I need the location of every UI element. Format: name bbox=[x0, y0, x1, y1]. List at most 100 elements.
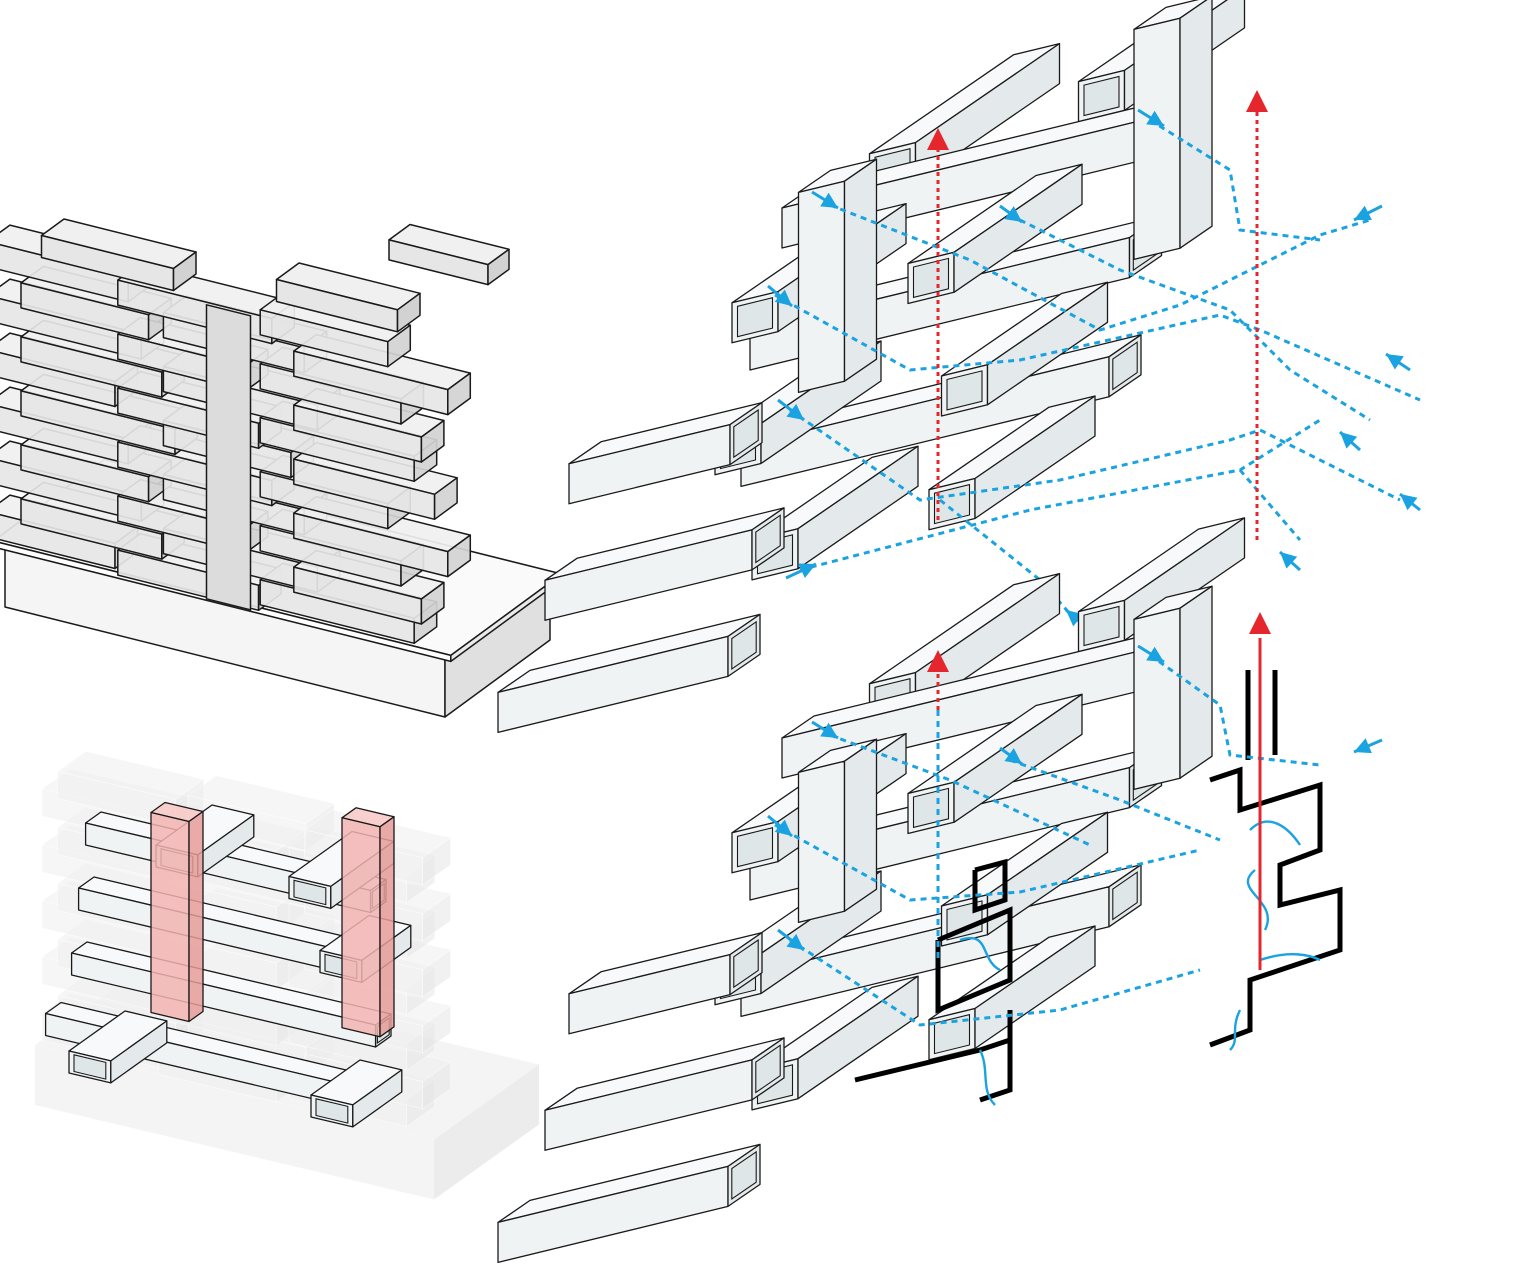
inlet-arrow bbox=[767, 284, 793, 308]
box-side-face bbox=[422, 837, 451, 886]
inlet-arrow bbox=[811, 720, 839, 740]
box-side-face bbox=[797, 445, 919, 570]
duct-segment bbox=[568, 401, 763, 505]
airflow-path bbox=[1009, 213, 1371, 422]
box-side-face bbox=[487, 248, 510, 286]
triangle-arrow-icon bbox=[1249, 612, 1271, 634]
duct-segment bbox=[568, 931, 763, 1035]
duct-segment bbox=[544, 1037, 785, 1151]
inlet-arrow bbox=[1353, 738, 1383, 754]
duct-opening bbox=[933, 1013, 971, 1055]
box-side-face bbox=[422, 1005, 451, 1053]
inlet-arrow bbox=[785, 562, 817, 580]
triangle-arrow-icon bbox=[786, 403, 804, 420]
airflow-path bbox=[1238, 469, 1302, 541]
box-side-face bbox=[953, 163, 1083, 293]
triangle-arrow-icon bbox=[1146, 110, 1164, 126]
section-cut-layer bbox=[854, 670, 1343, 1103]
inlet-arrow bbox=[1338, 430, 1362, 452]
box-side-face bbox=[1179, 0, 1213, 249]
core-strip bbox=[205, 303, 252, 611]
roof-bar bbox=[275, 262, 421, 333]
box-side-face bbox=[110, 1020, 168, 1084]
triangle-arrow-icon bbox=[798, 563, 816, 578]
box-front-face bbox=[797, 180, 846, 394]
airflow-path bbox=[1246, 869, 1269, 931]
section-cut bbox=[1209, 766, 1343, 1048]
roof-bar bbox=[40, 218, 197, 292]
shaft-red-left bbox=[150, 801, 204, 1023]
triangle-arrow-icon bbox=[1280, 552, 1298, 569]
duct-opening bbox=[736, 296, 774, 338]
duct-segment bbox=[497, 613, 761, 734]
shaft-right bbox=[1133, 585, 1213, 791]
airflow-path bbox=[1229, 1009, 1242, 1051]
airflow-path bbox=[774, 823, 1201, 902]
duct-opening bbox=[1083, 75, 1120, 117]
airflow-path bbox=[1149, 653, 1321, 767]
inlet-arrow bbox=[999, 746, 1023, 766]
box-side-face bbox=[422, 1061, 451, 1109]
inlet-arrow bbox=[1278, 550, 1302, 572]
box-side-face bbox=[433, 477, 458, 521]
duct-segment bbox=[310, 1059, 403, 1128]
panel-structure-network bbox=[34, 640, 640, 1220]
box-front-face bbox=[1133, 607, 1181, 791]
inlet-arrow bbox=[811, 190, 839, 210]
box-side-face bbox=[188, 810, 204, 1023]
massing-axonometric bbox=[0, 218, 563, 718]
airflow-path bbox=[1259, 953, 1321, 962]
duct-segment bbox=[940, 281, 1109, 417]
shaft-red-right bbox=[341, 807, 395, 1038]
box-side-face bbox=[420, 581, 445, 625]
box-side-face bbox=[352, 1069, 403, 1128]
box-side-face bbox=[447, 534, 472, 578]
box-side-face bbox=[1179, 585, 1213, 779]
triangle-arrow-icon bbox=[927, 650, 949, 672]
panel-ventilation-detail bbox=[497, 517, 1460, 1264]
ventilation-network-group bbox=[497, 0, 1246, 734]
box-side-face bbox=[433, 1064, 540, 1200]
section-cut bbox=[972, 858, 1008, 914]
triangle-arrow-icon bbox=[1246, 90, 1268, 112]
ventilation-detail-axonometric bbox=[497, 517, 1383, 1264]
duct-opening bbox=[731, 620, 757, 671]
triangle-arrow-icon bbox=[1354, 205, 1372, 220]
airflow-layer bbox=[767, 90, 1421, 632]
duct-segment bbox=[907, 163, 1083, 305]
triangle-arrow-icon bbox=[1146, 646, 1164, 662]
airflow-layer bbox=[767, 612, 1383, 1106]
airflow-path bbox=[1149, 118, 1321, 242]
box-side-face bbox=[974, 925, 1096, 1050]
box-side-face bbox=[447, 372, 472, 416]
box-side-face bbox=[986, 811, 1109, 936]
duct-opening bbox=[731, 1150, 757, 1201]
exhaust-arrow-left bbox=[927, 128, 949, 520]
box-side-face bbox=[379, 816, 395, 1038]
triangle-arrow-icon bbox=[1004, 748, 1022, 764]
exhaust-arrow-left bbox=[927, 650, 949, 710]
airflow-path bbox=[978, 1049, 996, 1106]
inlet-arrow bbox=[1353, 204, 1383, 222]
box-side-face bbox=[797, 975, 919, 1100]
section-cut bbox=[935, 906, 1013, 1014]
duct-opening bbox=[1083, 605, 1120, 647]
roof-bar bbox=[388, 223, 510, 286]
duct-segment bbox=[497, 1143, 761, 1264]
box-side-face bbox=[843, 738, 878, 912]
inlet-arrow bbox=[1137, 644, 1165, 664]
airflow-path bbox=[789, 408, 1401, 502]
box-side-face bbox=[422, 893, 451, 941]
massing-group bbox=[0, 218, 563, 718]
inlet-arrow bbox=[1385, 352, 1411, 372]
duct-segment bbox=[544, 507, 785, 621]
box-side-face bbox=[396, 292, 421, 333]
duct-opening bbox=[733, 408, 759, 459]
shaft-right bbox=[1133, 0, 1213, 261]
triangle-arrow-icon bbox=[1004, 206, 1022, 222]
duct-opening bbox=[293, 879, 327, 906]
box-front-face bbox=[341, 817, 381, 1038]
triangle-arrow-icon bbox=[774, 819, 792, 836]
box-side-face bbox=[420, 419, 445, 463]
